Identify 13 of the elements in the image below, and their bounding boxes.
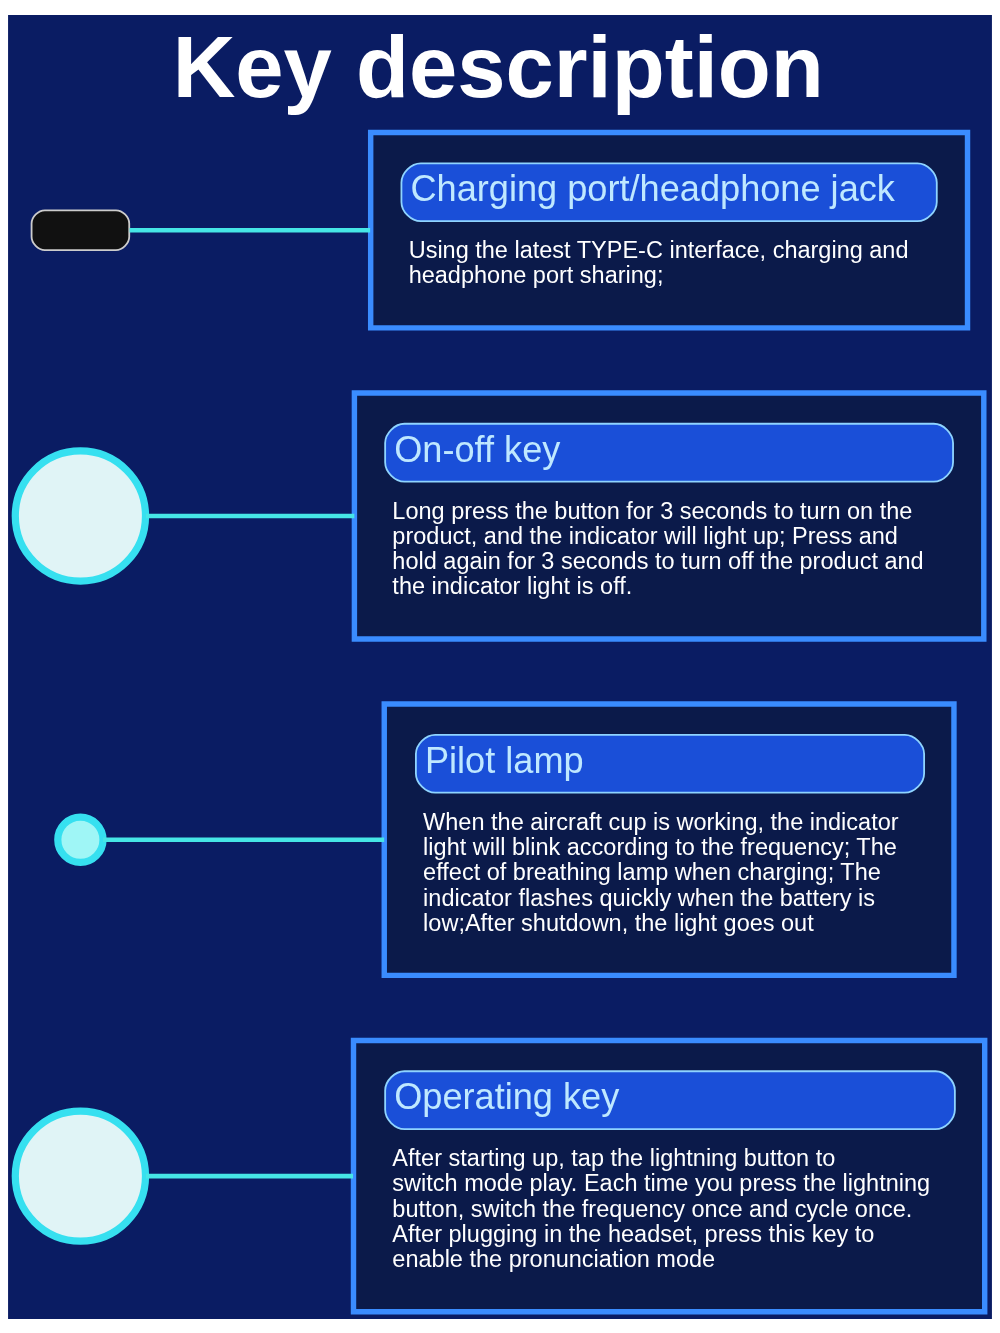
- node-box: [30, 208, 131, 251]
- node-circle: [54, 813, 107, 866]
- connector: [145, 513, 355, 518]
- connector: [103, 836, 385, 842]
- connector: [145, 1173, 354, 1178]
- node-box: On-off key Long press the button for 3 seconds to turn on the product, and the indicator will light up; Press and hold again for 3 seconds to turn off the product and the indicator light is off.: [351, 389, 987, 642]
- connector: [129, 227, 371, 232]
- node-box: Pilot lamp When the aircraft cup is working, the indicator light will blink according to the frequency; The effect of breathing lamp when charging; The indicator flashes quickly when the battery is low;After shutdown, the light goes out: [381, 700, 957, 978]
- node-box: Charging port/headphone jack Using the latest TYPE-C interface, charging and headphone port sharing;: [367, 129, 971, 331]
- node-box: Operating key After starting up, tap the lightning button to switch mode play. Each time you press the lightning button, switch the frequency once and cycle once. After plugging in the headset, press this key to enable the pronunciation mode: [350, 1037, 988, 1314]
- node-circle: [11, 1106, 150, 1245]
- node-circle: [11, 446, 150, 585]
- diagram-title: Key description: [172, 17, 824, 115]
